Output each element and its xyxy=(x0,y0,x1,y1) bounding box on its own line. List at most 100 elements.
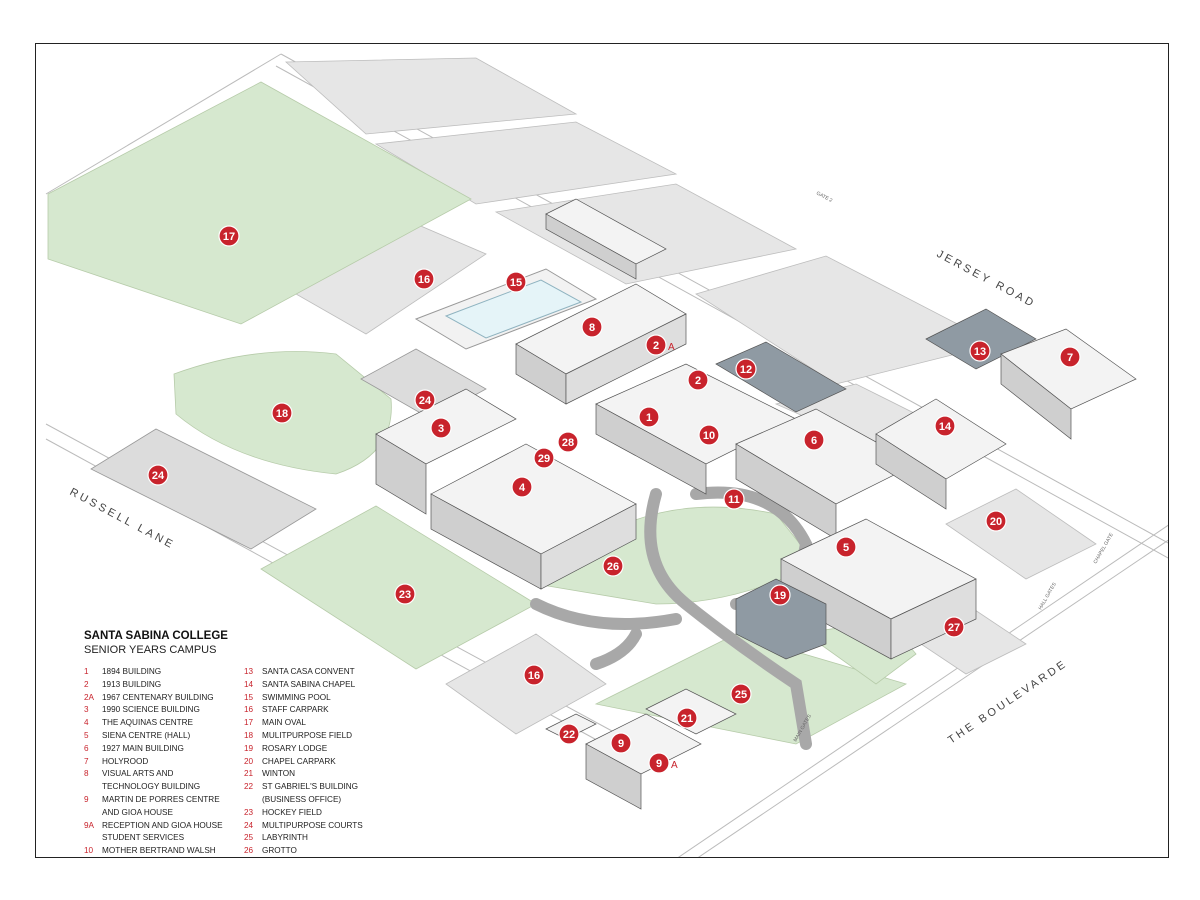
marker-badge xyxy=(735,358,757,380)
marker-badge xyxy=(414,389,436,411)
marker-27: 27 xyxy=(943,616,965,638)
legend-label: ROSARY LODGE xyxy=(262,743,328,753)
marker-number: 22 xyxy=(563,729,575,741)
legend-label: AND GIOA HOUSE xyxy=(102,807,173,817)
legend-number: 25 xyxy=(244,833,254,843)
chapel-carpark-20 xyxy=(945,488,1097,580)
marker-badge xyxy=(687,369,709,391)
shed-side xyxy=(545,213,637,280)
legend-number: 10 xyxy=(84,846,94,856)
marker-badge xyxy=(602,555,624,577)
marker-badge xyxy=(413,268,435,290)
marker-number: 9 xyxy=(656,758,662,770)
gate-2-label: GATE 2 xyxy=(815,190,833,204)
legend-number: 4 xyxy=(84,718,89,728)
legend-label: MAIN OVAL xyxy=(262,718,306,728)
marker-24: 24 xyxy=(414,389,436,411)
marker-12: 12 xyxy=(735,358,757,380)
path-main xyxy=(644,488,812,750)
building-4-front xyxy=(540,503,637,590)
legend-number xyxy=(244,794,262,807)
marker-badge xyxy=(648,752,670,774)
marker-14: 14 xyxy=(934,415,956,437)
legend-label: GROTTO xyxy=(262,846,297,856)
marker-badge xyxy=(934,415,956,437)
marker-badge xyxy=(835,536,857,558)
chapel-gate-label: CHAPEL GATE xyxy=(1093,532,1116,565)
marker-number: 16 xyxy=(418,274,430,286)
marker-badge xyxy=(985,510,1007,532)
marker-8: 8 xyxy=(581,316,603,338)
marker-number: 8 xyxy=(589,322,595,334)
legend-number: 1 xyxy=(84,667,89,676)
marker-number: 15 xyxy=(510,277,522,289)
marker-16: 16 xyxy=(413,268,435,290)
legend-label: 1990 SCIENCE BUILDING xyxy=(102,705,200,715)
legend-label: THE AQUINAS CENTRE xyxy=(102,718,193,728)
marker-badge xyxy=(769,584,791,606)
marker-badge xyxy=(533,447,555,469)
marker-badge xyxy=(1059,346,1081,368)
legend-number: 9 xyxy=(84,794,89,804)
marker-badge xyxy=(394,583,416,605)
legend-item: 2 1913 BUILDING xyxy=(84,679,244,692)
marker-22: 22 xyxy=(558,723,580,745)
legend-number: 2A xyxy=(84,692,95,702)
path-west xyxy=(530,598,682,630)
legend-number xyxy=(84,781,102,794)
marker-number: 28 xyxy=(562,437,574,449)
legend-label: SWIMMING POOL xyxy=(262,692,331,702)
campus-map-frame: JERSEY ROAD RUSSELL LANE THE BOULEVARDE … xyxy=(35,43,1169,858)
marker-6: 6 xyxy=(803,429,825,451)
top-left-edge xyxy=(45,53,282,195)
legend: SANTA SABINA COLLEGE SENIOR YEARS CAMPUS… xyxy=(84,630,414,857)
building-5-front xyxy=(890,578,977,660)
swimming-pool-15 xyxy=(414,268,598,350)
marker-number: 26 xyxy=(607,561,619,573)
map-title: SANTA SABINA COLLEGE xyxy=(84,630,228,642)
legend-number: 20 xyxy=(244,756,254,766)
legend-label: (BUSINESS OFFICE) xyxy=(262,794,342,804)
marker-23: 23 xyxy=(394,583,416,605)
boulevarde-edge-inner xyxy=(698,539,1168,857)
marker-badge xyxy=(147,464,169,486)
marker-16: 16 xyxy=(523,664,545,686)
legend-number xyxy=(84,807,102,820)
marker-suffix: A xyxy=(668,342,675,353)
marker-number: 21 xyxy=(681,713,693,725)
legend-label: WINTON xyxy=(262,769,296,779)
marker-18: 18 xyxy=(271,402,293,424)
legend-label: STAFF CARPARK xyxy=(262,705,329,715)
marker-number: 11 xyxy=(728,494,740,506)
marker-19: 19 xyxy=(769,584,791,606)
legend-number: 2 xyxy=(84,679,89,689)
legend-number: 18 xyxy=(244,730,254,740)
legend-label: VISUAL ARTS AND xyxy=(102,769,174,779)
legend-item: TECHNOLOGY BUILDING xyxy=(84,781,244,794)
legend-label: ST GABRIEL'S BUILDING xyxy=(262,782,359,792)
marker-3: 3 xyxy=(430,417,452,439)
marker-number: 24 xyxy=(152,470,165,482)
marker-number: 10 xyxy=(703,430,715,442)
marker-badge xyxy=(638,406,660,428)
staff-carpark-16-bottom xyxy=(445,633,607,735)
building-1-2-front xyxy=(595,403,707,495)
marker-number: 1 xyxy=(646,412,652,424)
legend-label: 1913 BUILDING xyxy=(102,679,162,689)
legend-number: 24 xyxy=(244,820,254,830)
legend-item: STUDENT SERVICES xyxy=(84,832,244,845)
main-oval-17 xyxy=(47,81,472,325)
marker-badge xyxy=(676,707,698,729)
campus-map: JERSEY ROAD RUSSELL LANE THE BOULEVARDE … xyxy=(45,53,1168,857)
legend-label: MULITPURPOSE FIELD xyxy=(262,730,353,740)
